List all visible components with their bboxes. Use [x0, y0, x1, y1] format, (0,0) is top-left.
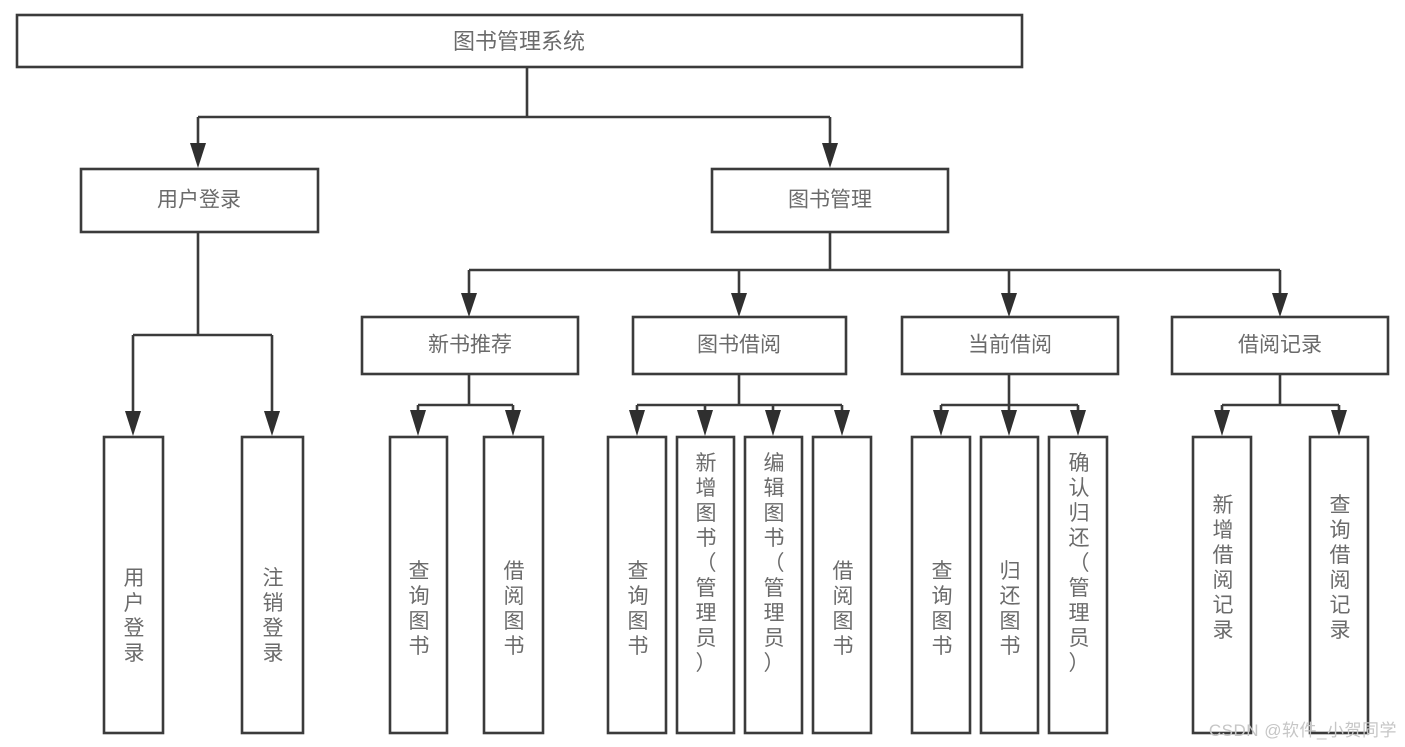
node-leaf10[interactable]: 归还图书 [979, 435, 1040, 735]
node-leaf4-label: 借阅图书 [504, 560, 525, 658]
node-leaf1[interactable]: 用户登录 [102, 435, 165, 735]
arrowhead-leaf7 [765, 410, 781, 436]
node-leaf4[interactable]: 借阅图书 [482, 435, 545, 735]
node-leaf7-box[interactable] [743, 435, 804, 735]
node-root-label: 图书管理系统 [453, 29, 585, 54]
connector-group-root-to-level2 [190, 67, 838, 168]
arrowhead-newbook [461, 293, 477, 317]
node-leaf8-box[interactable] [811, 435, 873, 735]
node-newbook-box[interactable] [360, 315, 580, 376]
node-leaf10-box[interactable] [979, 435, 1040, 735]
node-borrow-label: 图书借阅 [697, 334, 781, 357]
arrowhead-records [1272, 293, 1288, 317]
node-leaf5[interactable]: 查询图书 [606, 435, 668, 735]
arrowhead-leaf6 [697, 410, 713, 436]
node-leaf11[interactable]: 确认归还（管理员） [1047, 435, 1109, 735]
node-leaf13-box[interactable] [1308, 435, 1370, 735]
node-bookmgmt[interactable]: 图书管理 [710, 167, 950, 234]
node-leaf6-box[interactable] [675, 435, 736, 735]
node-leaf8-label: 借阅图书 [833, 560, 854, 658]
node-leaf9-label: 查询图书 [932, 560, 953, 658]
node-leaf4-box[interactable] [482, 435, 545, 735]
arrowhead-leaf12 [1214, 410, 1230, 436]
node-leaf5-box[interactable] [606, 435, 668, 735]
node-leaf3[interactable]: 查询图书 [388, 435, 449, 735]
node-leaf7-label: 编辑图书（管理员） [764, 452, 785, 675]
node-leaf12-label: 新增借阅记录 [1213, 494, 1234, 642]
arrowhead-leaf9 [933, 410, 949, 436]
arrowhead-leaf10 [1001, 410, 1017, 436]
node-leaf3-box[interactable] [388, 435, 449, 735]
node-login-label: 用户登录 [157, 189, 241, 212]
node-leaf6-label: 新增图书（管理员） [696, 452, 717, 675]
arrowhead-leaf8 [834, 410, 850, 436]
node-leaf11-label: 确认归还（管理员） [1069, 452, 1090, 675]
node-bookmgmt-label: 图书管理 [788, 189, 872, 212]
node-leaf11-box[interactable] [1047, 435, 1109, 735]
node-current-box[interactable] [900, 315, 1120, 376]
arrowhead-leaf11 [1070, 410, 1086, 436]
node-current-label: 当前借阅 [968, 334, 1052, 357]
connector-group-current-to-leaves [933, 374, 1086, 436]
node-leaf5-label: 查询图书 [628, 560, 649, 658]
connector-group-login-to-leaves [125, 232, 280, 436]
node-leaf1-box[interactable] [102, 435, 165, 735]
node-root[interactable]: 图书管理系统 [15, 13, 1024, 69]
connector-group-bookmgmt-to-level3 [461, 232, 1288, 317]
node-leaf12-box[interactable] [1191, 435, 1253, 735]
node-leaf9[interactable]: 查询图书 [910, 435, 972, 735]
connector-group-records-to-leaves [1214, 374, 1347, 436]
arrowhead-login [190, 143, 206, 168]
node-borrow[interactable]: 图书借阅 [631, 315, 848, 376]
arrowhead-borrow [731, 293, 747, 317]
node-records[interactable]: 借阅记录 [1170, 315, 1390, 376]
node-leaf13-label: 查询借阅记录 [1330, 494, 1351, 642]
node-leaf13[interactable]: 查询借阅记录 [1308, 435, 1370, 735]
arrowhead-leaf5 [629, 410, 645, 436]
node-leaf6[interactable]: 新增图书（管理员） [675, 435, 736, 735]
node-leaf2-label: 注销登录 [263, 567, 284, 665]
node-leaf3-label: 查询图书 [409, 560, 430, 658]
node-records-box[interactable] [1170, 315, 1390, 376]
node-newbook[interactable]: 新书推荐 [360, 315, 580, 376]
connector-group-newbook-to-leaves [410, 374, 521, 436]
node-leaf8[interactable]: 借阅图书 [811, 435, 873, 735]
node-leaf10-label: 归还图书 [1000, 560, 1021, 658]
arrowhead-current [1001, 293, 1017, 317]
arrowhead-leaf13 [1331, 410, 1347, 436]
node-borrow-box[interactable] [631, 315, 848, 376]
node-bookmgmt-box[interactable] [710, 167, 950, 234]
arrowhead-leaf3 [410, 410, 426, 436]
node-leaf9-box[interactable] [910, 435, 972, 735]
arrowhead-leaf2 [264, 411, 280, 436]
node-newbook-label: 新书推荐 [428, 334, 512, 357]
node-current[interactable]: 当前借阅 [900, 315, 1120, 376]
arrowhead-leaf4 [505, 410, 521, 436]
node-leaf12[interactable]: 新增借阅记录 [1191, 435, 1253, 735]
arrowhead-bookmgmt [822, 143, 838, 168]
arrowhead-leaf1 [125, 411, 141, 436]
node-leaf2-box[interactable] [240, 435, 305, 735]
node-leaf1-label: 用户登录 [124, 567, 145, 665]
node-login-box[interactable] [79, 167, 320, 234]
connector-group-borrow-to-leaves [629, 374, 850, 436]
node-login[interactable]: 用户登录 [79, 167, 320, 234]
node-root-box[interactable] [15, 13, 1024, 69]
node-leaf7[interactable]: 编辑图书（管理员） [743, 435, 804, 735]
node-leaf2[interactable]: 注销登录 [240, 435, 305, 735]
node-records-label: 借阅记录 [1238, 334, 1322, 357]
